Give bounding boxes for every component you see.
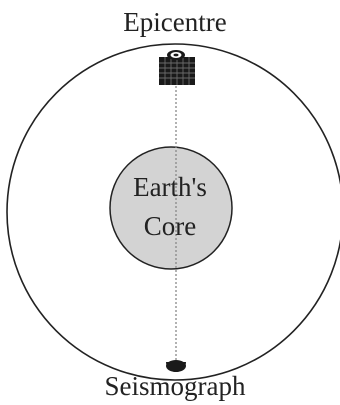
core-label-line1: Earth's (110, 168, 230, 207)
seismograph-label: Seismograph (60, 370, 290, 402)
core-label-line2: Core (110, 207, 230, 246)
core-label: Earth's Core (110, 168, 230, 246)
building-icon (159, 50, 195, 85)
epicentre-label: Epicentre (70, 6, 280, 38)
